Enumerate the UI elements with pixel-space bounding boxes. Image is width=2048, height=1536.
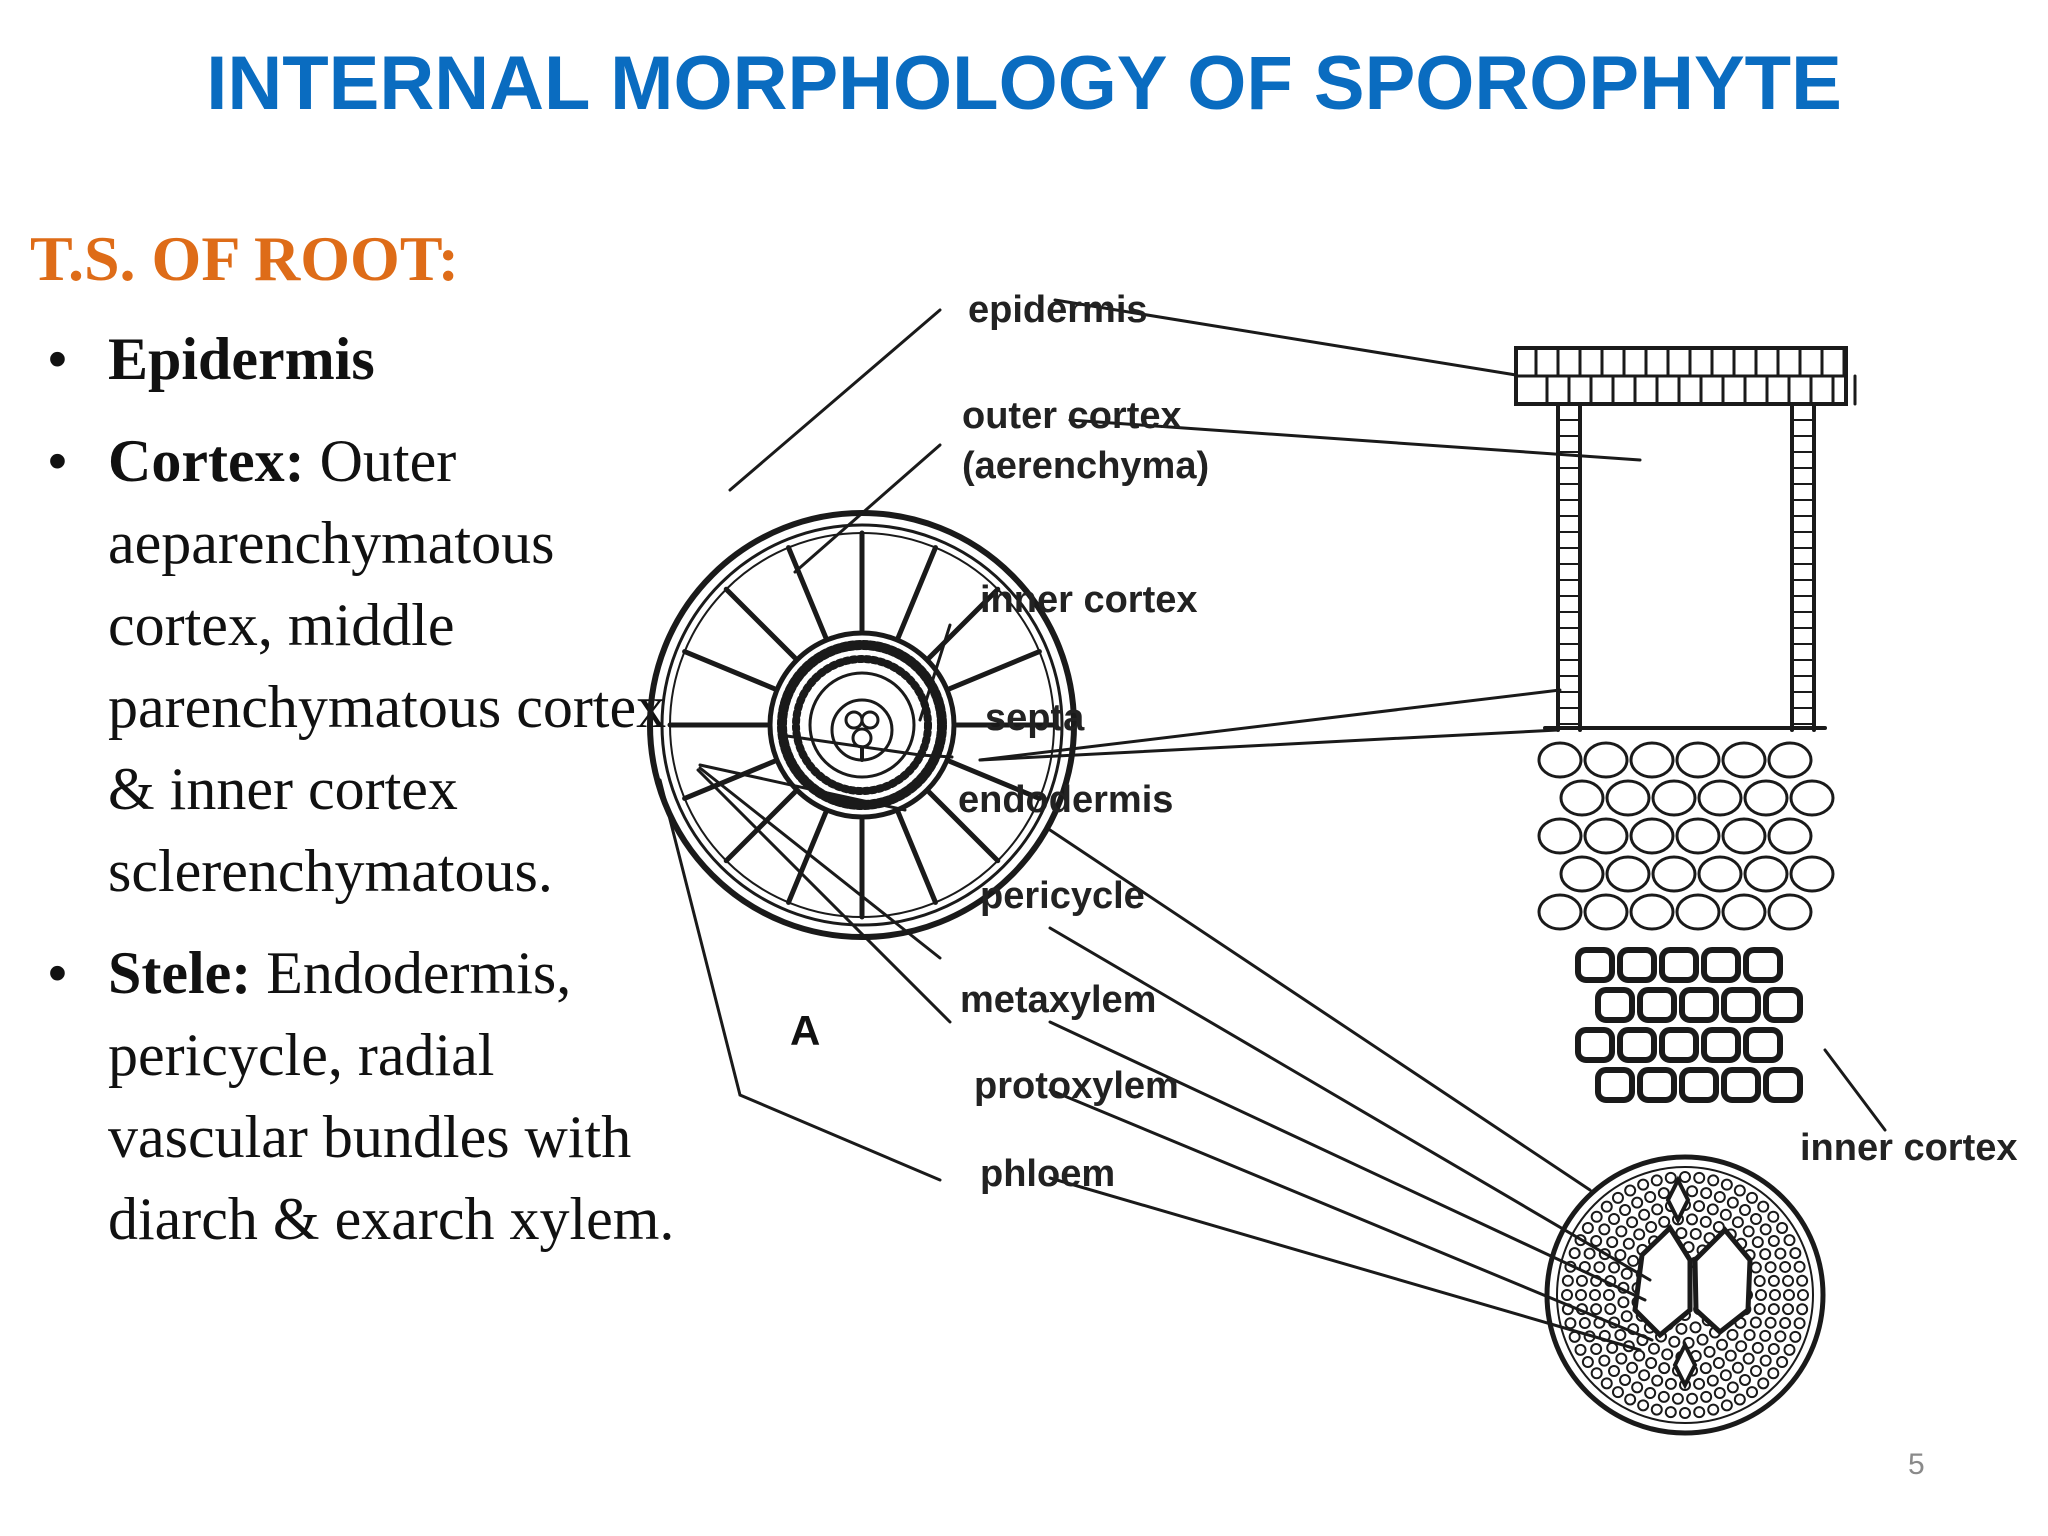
label-septa: septa [985,697,1085,739]
bullet-list: • Epidermis • Cortex: Outer aeparenchyma… [30,318,680,1280]
label-outer-cortex: outer cortex [962,395,1182,437]
bullet-text: Endodermis, pericycle, radial vascular b… [108,940,675,1252]
bullet-term: Cortex: [108,428,305,494]
label-protoxylem: protoxylem [974,1065,1179,1107]
bullet-item: • Epidermis [30,318,680,400]
label-epidermis: epidermis [968,289,1148,331]
bullet-icon: • [48,329,67,389]
bullet-term: Epidermis [108,326,375,392]
bullet-item: • Stele: Endodermis, pericycle, radial v… [30,932,680,1260]
slide-title: INTERNAL MORPHOLOGY OF SPOROPHYTE [206,41,1842,126]
bullet-icon: • [48,431,67,491]
label-aerenchyma: (aerenchyma) [962,445,1209,487]
label-inner-cortex: inner cortex [980,579,1198,621]
label-phloem: phloem [980,1153,1115,1195]
bullet-text: Outer aeparenchymatous cortex, middle pa… [108,428,667,904]
bullet-term: Stele: [108,940,252,1006]
root-cross-section-diagram: epidermis outer cortex (aerenchyma) inne… [647,289,2018,1436]
label-pericycle: pericycle [980,875,1145,917]
leader-lines [658,298,1887,1352]
page-number: 5 [1908,1448,1925,1481]
label-metaxylem: metaxylem [960,979,1156,1021]
figure-label: A [790,1007,820,1054]
label-endodermis: endodermis [958,779,1173,821]
label-inner-cortex-right: inner cortex [1800,1127,2018,1169]
bullet-item: • Cortex: Outer aeparenchymatous cortex,… [30,420,680,912]
bullet-icon: • [48,943,67,1003]
root-detail-sector [1514,346,1857,1436]
section-heading: T.S. OF ROOT: [30,223,460,294]
